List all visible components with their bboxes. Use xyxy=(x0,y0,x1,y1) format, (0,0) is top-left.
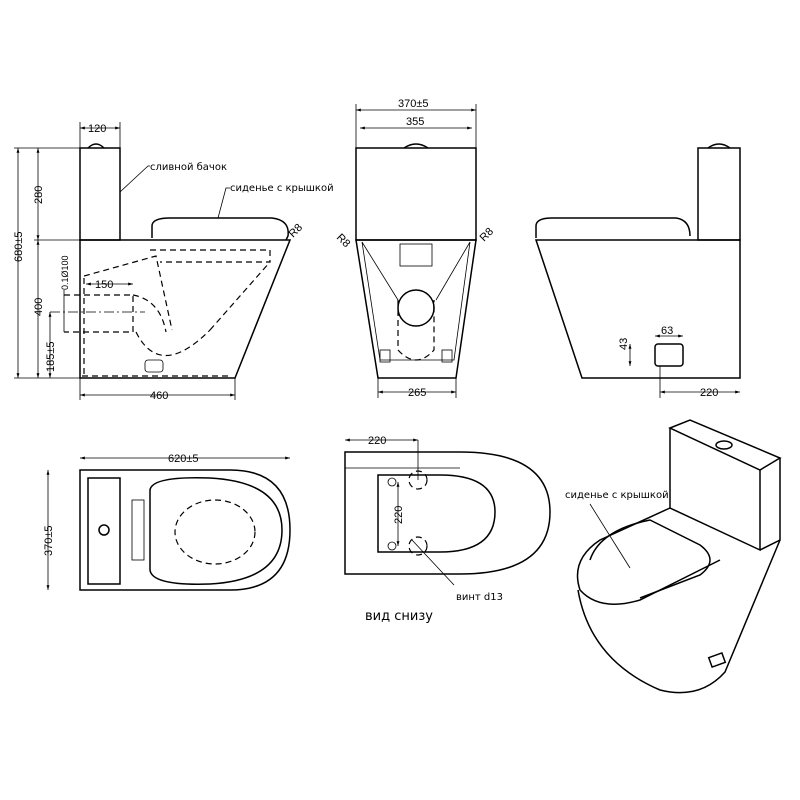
flush-button xyxy=(87,143,105,149)
dim-tank-width: 355 xyxy=(406,116,424,128)
radius-label: R8 xyxy=(287,222,305,240)
dim-total-height: 680±5 xyxy=(13,231,25,262)
seat-lid xyxy=(151,217,289,241)
tank-outline xyxy=(79,147,121,241)
dim-base-width: 265 xyxy=(408,387,426,399)
dim-width: 370±5 xyxy=(43,525,55,556)
dim-tank-width: 120 xyxy=(88,123,106,135)
dim-base-depth: 220 xyxy=(700,387,718,399)
dim-total-width: 370±5 xyxy=(398,98,429,110)
dim-bolt-spacing: 220 xyxy=(393,506,405,524)
isometric-view: сиденье с крышкой xyxy=(565,419,782,694)
label-seat: сиденье с крышкой xyxy=(230,183,334,194)
dim-offset: 220 xyxy=(368,435,386,447)
bowl-outline xyxy=(79,239,292,379)
label-seat: сиденье с крышкой xyxy=(565,490,669,501)
dim-outlet-height: 185±5 xyxy=(45,341,57,372)
top-view: 620±5 370±5 xyxy=(43,453,291,591)
dim-outlet-depth: 150 xyxy=(95,279,113,291)
radius-right: R8 xyxy=(478,226,496,244)
side-view: 120 680±5 280 400 185±5 0.1Ø100 150 460 … xyxy=(13,122,334,402)
dim-outlet-diameter: 0.1Ø100 xyxy=(60,255,70,290)
dim-inlet-height: 43 xyxy=(618,338,630,350)
dim-inlet-width: 63 xyxy=(661,325,673,337)
label-tank: сливной бачок xyxy=(150,162,227,173)
dim-base-length: 460 xyxy=(150,390,168,402)
dim-bowl-height: 400 xyxy=(33,298,45,316)
radius-left: R8 xyxy=(334,232,352,250)
front-view: 370±5 355 265 R8 R8 xyxy=(334,98,496,399)
bottom-view: 220 220 винт d13 вид снизу xyxy=(344,435,551,624)
dim-length: 620±5 xyxy=(168,453,199,465)
rear-side-view: 63 43 220 xyxy=(534,143,741,399)
dim-tank-height: 280 xyxy=(33,186,45,204)
label-screw: винт d13 xyxy=(456,592,503,603)
bottom-view-title: вид снизу xyxy=(365,609,433,624)
